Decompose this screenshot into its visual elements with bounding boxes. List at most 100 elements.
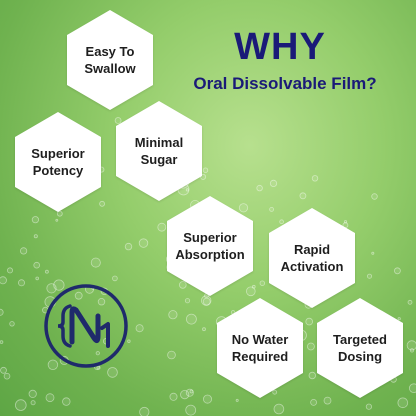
heading-title: WHY [234, 26, 326, 68]
bubble [0, 366, 7, 374]
bubble [189, 389, 194, 394]
bubble [135, 324, 144, 333]
bubble [90, 257, 101, 268]
bubble [19, 247, 28, 255]
bubble [114, 117, 122, 124]
bubble [246, 286, 256, 297]
bubble [3, 372, 11, 380]
benefit-label: Easy To Swallow [84, 44, 136, 76]
bubble [112, 275, 118, 282]
heading-subtitle: Oral Dissolvable Film? [193, 74, 377, 93]
bubble [127, 339, 131, 343]
bubble [31, 216, 40, 224]
benefit-label: Minimal Sugar [134, 135, 184, 167]
bubble [168, 310, 178, 320]
benefit-label: Superior Absorption [175, 230, 245, 262]
bubble [0, 308, 4, 316]
bubble [35, 276, 39, 281]
bubble [407, 299, 413, 305]
bubble [366, 273, 372, 279]
benefit-label: Rapid Activation [280, 242, 344, 274]
bubble [179, 281, 187, 289]
bubble [167, 350, 176, 360]
bubble [30, 400, 36, 406]
bubble [180, 389, 190, 400]
bubble [259, 280, 265, 286]
bubble [7, 267, 13, 274]
bubble [299, 192, 307, 200]
benefit-label: Targeted Dosing [333, 332, 387, 364]
bubble [406, 340, 416, 351]
bubble [272, 389, 278, 395]
bubble [202, 327, 206, 332]
bubble [97, 298, 106, 306]
bubble [95, 351, 100, 356]
bubble [273, 403, 285, 415]
bubble [53, 279, 65, 291]
bubble [99, 200, 105, 207]
bubble [9, 321, 15, 327]
bubble [269, 206, 275, 212]
bubble [185, 188, 189, 192]
bubble [184, 298, 191, 304]
benefit-hexagon-targeted-dosing: Targeted Dosing [308, 296, 412, 400]
bubble [393, 267, 401, 275]
bubble [202, 167, 209, 173]
bubble [200, 295, 212, 306]
bubble [46, 283, 57, 294]
bubble [397, 397, 409, 409]
benefit-label: Superior Potency [31, 146, 85, 178]
bubble [157, 222, 167, 232]
bubble [139, 406, 150, 416]
bubble [256, 184, 263, 192]
bubble [169, 392, 178, 401]
bubble [323, 396, 332, 405]
bubble [185, 388, 194, 397]
bubble [343, 220, 348, 224]
benefit-hexagon-superior-potency: Superior Potency [6, 110, 110, 214]
bubble [202, 297, 211, 306]
bubble [47, 359, 59, 371]
bubble [235, 398, 239, 402]
bubble [371, 251, 375, 255]
bubble [55, 218, 59, 222]
bubble [185, 313, 197, 325]
bubble [202, 394, 212, 404]
n1-brand-logo-icon [44, 284, 128, 368]
bubble [107, 367, 118, 378]
bubble [96, 365, 101, 370]
benefit-hexagon-superior-absorption: Superior Absorption [158, 194, 262, 298]
bubble [33, 234, 38, 239]
bubble [124, 242, 133, 251]
bubble [409, 348, 415, 353]
bubble [17, 279, 25, 287]
benefit-hexagon-no-water-required: No Water Required [208, 296, 312, 400]
bubble [138, 238, 149, 248]
bubble [33, 261, 40, 269]
bubble [238, 203, 249, 213]
benefit-hexagon-easy-to-swallow: Easy To Swallow [58, 8, 162, 112]
benefit-hexagon-rapid-activation: Rapid Activation [260, 206, 364, 310]
bubble [308, 371, 316, 380]
bubble [305, 317, 314, 326]
bubble [397, 317, 401, 321]
bubble [45, 269, 49, 274]
bubble [365, 403, 372, 410]
bubble [311, 175, 319, 182]
bubble [371, 193, 378, 200]
bubble [279, 219, 284, 225]
benefit-hexagon-minimal-sugar: Minimal Sugar [107, 99, 211, 203]
bubble [269, 179, 278, 187]
bubble [0, 276, 7, 285]
bubble [310, 398, 318, 406]
bubble [14, 399, 27, 411]
bubble [0, 340, 4, 344]
bubble [56, 210, 63, 217]
bubble [62, 397, 71, 406]
bubble [252, 284, 256, 289]
bubble [28, 389, 37, 398]
benefit-label: No Water Required [231, 332, 289, 364]
bubble [185, 404, 197, 416]
bubble [45, 393, 55, 403]
